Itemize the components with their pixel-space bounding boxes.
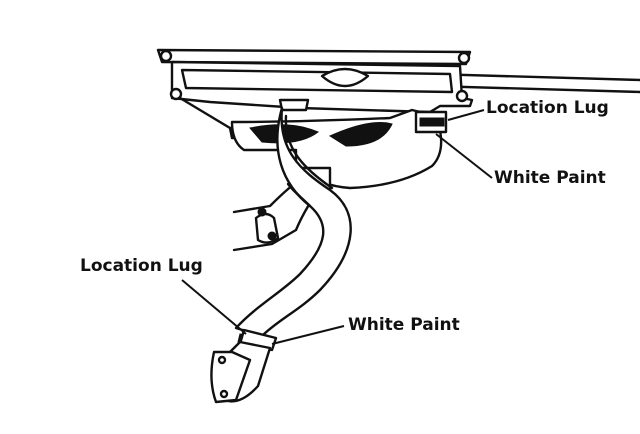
label-white-paint-bottom: White Paint bbox=[348, 315, 460, 335]
location-lug-top bbox=[414, 110, 448, 134]
label-location-lug-left: Location Lug bbox=[80, 256, 203, 276]
manifold bbox=[230, 108, 443, 190]
tail-flange bbox=[210, 340, 272, 404]
leader-lines bbox=[181, 109, 493, 345]
mounting-frame bbox=[156, 48, 474, 140]
label-white-paint-top: White Paint bbox=[494, 168, 606, 188]
label-location-lug-top: Location Lug bbox=[486, 98, 609, 118]
